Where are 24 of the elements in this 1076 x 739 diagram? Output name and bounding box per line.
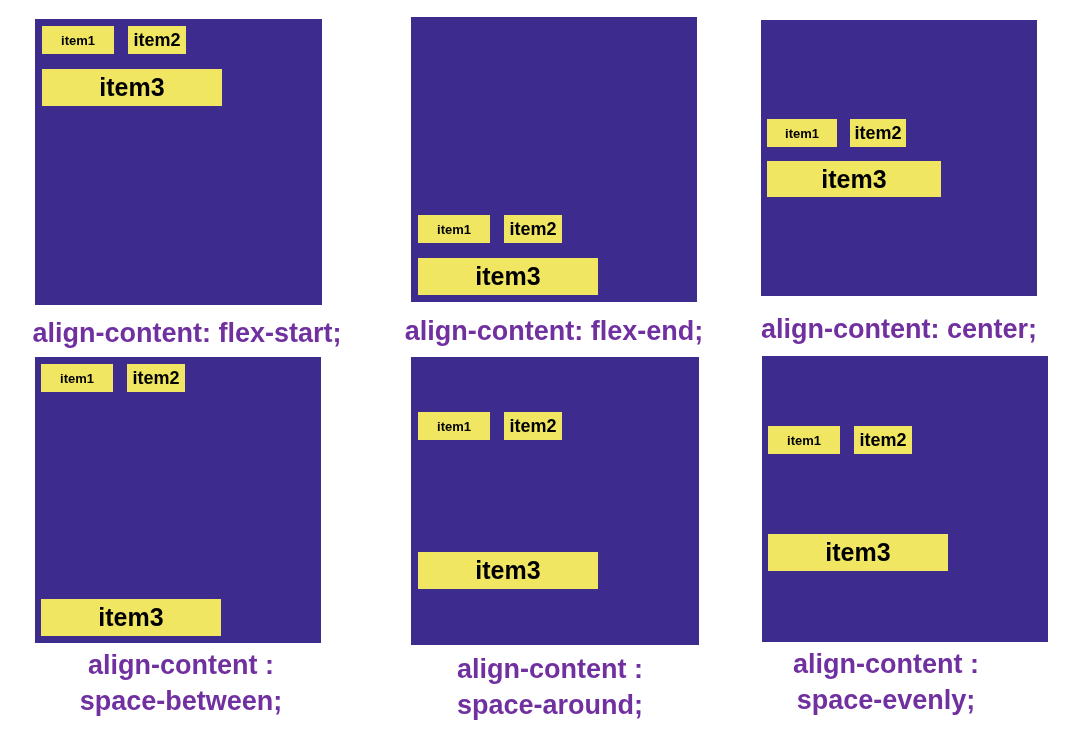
panel-caption: align-content: center; <box>760 313 1038 346</box>
flex-item: item2 <box>504 412 562 440</box>
flex-item: item1 <box>418 412 490 440</box>
flex-item: item3 <box>418 258 598 295</box>
flex-item: item2 <box>850 119 906 147</box>
flex-item: item1 <box>42 26 114 54</box>
flex-item: item3 <box>418 552 598 589</box>
flex-item: item1 <box>418 215 490 243</box>
panel-caption: align-content : space-between; <box>78 649 284 718</box>
flex-item: item3 <box>41 599 221 636</box>
flex-item: item2 <box>128 26 186 54</box>
flex-item: item2 <box>504 215 562 243</box>
flex-item: item2 <box>127 364 185 392</box>
panel-caption: align-content : space-evenly; <box>792 648 980 717</box>
panel-caption: align-content : space-around; <box>455 653 644 722</box>
flex-item: item3 <box>42 69 222 106</box>
flex-item: item1 <box>768 426 840 454</box>
flex-item: item2 <box>854 426 912 454</box>
flex-item: item3 <box>767 161 941 197</box>
panel-caption: align-content: flex-end; <box>403 315 705 348</box>
flex-item: item1 <box>41 364 113 392</box>
flex-item: item1 <box>767 119 837 147</box>
panel-caption: align-content: flex-start; <box>31 317 343 350</box>
flex-item: item3 <box>768 534 948 571</box>
